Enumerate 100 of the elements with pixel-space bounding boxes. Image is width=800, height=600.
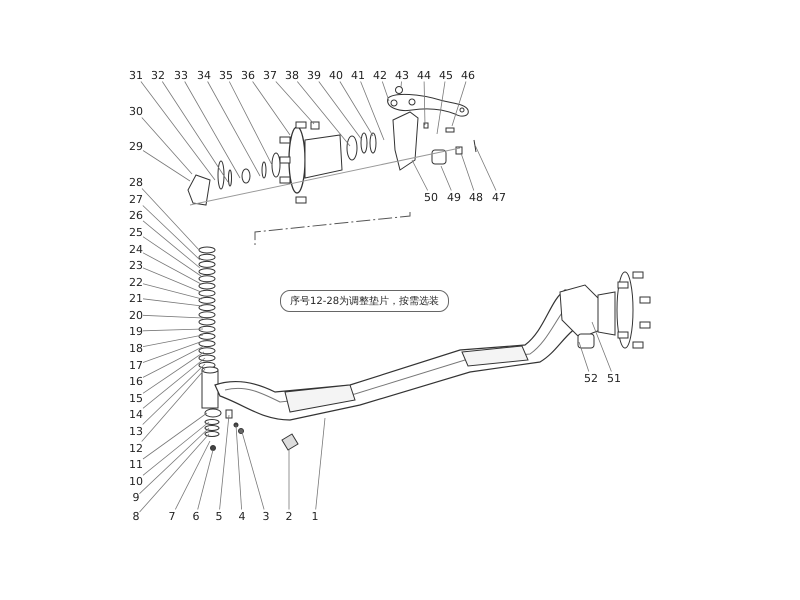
callout-number: 7 bbox=[168, 510, 176, 522]
leader-line bbox=[142, 268, 202, 292]
leader-line bbox=[142, 328, 204, 332]
callout-number: 37 bbox=[263, 68, 277, 82]
leader-line bbox=[197, 450, 214, 510]
leader-line bbox=[162, 81, 228, 182]
callout-number: 15 bbox=[129, 392, 143, 404]
callout-number: 19 bbox=[129, 324, 143, 338]
leader-line bbox=[142, 340, 204, 363]
callout-number: 32 bbox=[151, 68, 165, 82]
leader-line bbox=[242, 432, 264, 510]
callout-number: 24 bbox=[129, 242, 143, 256]
leader-line bbox=[592, 322, 612, 372]
leader-line bbox=[142, 314, 204, 318]
leader-line bbox=[436, 81, 446, 134]
leader-line bbox=[142, 412, 208, 460]
callout-number: 12 bbox=[129, 442, 143, 454]
leader-line bbox=[139, 434, 210, 512]
callout-number: 49 bbox=[447, 190, 461, 204]
leader-line bbox=[141, 117, 192, 174]
callout-number: 2 bbox=[286, 510, 292, 522]
leader-line bbox=[382, 81, 390, 102]
callout-number: 28 bbox=[129, 176, 143, 188]
callout-number: 51 bbox=[607, 372, 621, 384]
leader-line bbox=[296, 81, 350, 146]
leader-line bbox=[142, 422, 210, 476]
leader-line bbox=[142, 283, 202, 300]
callout-number: 25 bbox=[129, 226, 143, 238]
leader-line bbox=[275, 81, 314, 124]
callout-number: 17 bbox=[129, 358, 143, 372]
leader-line bbox=[142, 364, 206, 425]
leader-line bbox=[424, 81, 426, 126]
leader-line bbox=[440, 166, 452, 191]
callout-number: 18 bbox=[129, 342, 143, 354]
callout-number: 5 bbox=[216, 510, 222, 522]
callout-number: 14 bbox=[129, 408, 143, 420]
leader-line bbox=[360, 81, 384, 140]
leader-line bbox=[288, 450, 290, 510]
leader-line bbox=[142, 236, 202, 276]
callout-number: 11 bbox=[129, 458, 143, 470]
callout-number: 47 bbox=[492, 190, 506, 204]
callout-number: 43 bbox=[395, 68, 409, 82]
callout-number: 20 bbox=[129, 308, 143, 322]
leader-line bbox=[141, 368, 206, 442]
callout-number: 21 bbox=[129, 292, 143, 304]
callout-number: 38 bbox=[285, 68, 299, 82]
callout-number: 22 bbox=[129, 276, 143, 288]
leader-line bbox=[142, 334, 204, 347]
leader-line bbox=[412, 160, 428, 191]
leader-line bbox=[315, 418, 326, 510]
leader-line bbox=[228, 81, 272, 166]
callout-number: 29 bbox=[129, 140, 143, 152]
leader-line bbox=[236, 424, 242, 510]
leader-line bbox=[460, 152, 474, 191]
callout-number: 39 bbox=[307, 68, 321, 82]
callout-number: 52 bbox=[584, 372, 598, 384]
leader-line bbox=[142, 346, 204, 378]
leader-line bbox=[174, 440, 210, 510]
callout-number: 30 bbox=[129, 104, 143, 118]
callout-number: 16 bbox=[129, 374, 143, 388]
callout-number: 10 bbox=[129, 474, 143, 488]
callout-number: 31 bbox=[129, 68, 143, 82]
leader-line bbox=[474, 144, 496, 191]
callout-number: 45 bbox=[439, 68, 453, 82]
leader-line bbox=[142, 352, 204, 394]
leader-line bbox=[142, 298, 202, 306]
leader-line bbox=[578, 342, 590, 372]
callout-number: 3 bbox=[262, 510, 270, 522]
callout-number: 50 bbox=[424, 190, 438, 204]
callout-number: 23 bbox=[129, 258, 143, 272]
callout-number: 35 bbox=[219, 68, 233, 82]
callout-number: 36 bbox=[241, 68, 255, 82]
callout-number: 41 bbox=[351, 68, 365, 82]
leader-line bbox=[184, 81, 240, 178]
callout-number: 26 bbox=[129, 208, 143, 222]
leader-line bbox=[340, 81, 374, 136]
leader-line bbox=[142, 188, 200, 252]
leader-line bbox=[139, 428, 210, 494]
callout-number: 6 bbox=[192, 510, 200, 522]
callout-number: 42 bbox=[373, 68, 387, 82]
leader-line bbox=[207, 81, 260, 176]
note-label: 序号12-28为调整垫片，按需选装 bbox=[280, 290, 450, 312]
leader-line bbox=[400, 81, 402, 88]
leader-line bbox=[142, 205, 200, 260]
leader-line bbox=[318, 81, 362, 140]
callout-number: 40 bbox=[329, 68, 343, 82]
callout-number: 4 bbox=[238, 510, 246, 522]
callout-number: 1 bbox=[312, 510, 318, 522]
callout-number: 48 bbox=[469, 190, 483, 204]
callout-number: 13 bbox=[129, 424, 143, 438]
leader-line bbox=[252, 81, 290, 136]
leader-line bbox=[452, 81, 466, 126]
leader-line bbox=[142, 252, 202, 284]
callout-number: 34 bbox=[197, 68, 211, 82]
leader-line bbox=[142, 150, 190, 182]
callout-number: 33 bbox=[174, 68, 188, 82]
callout-number: 27 bbox=[129, 192, 143, 206]
callout-number: 8 bbox=[132, 510, 140, 522]
leader-line bbox=[142, 220, 200, 268]
leader-line bbox=[219, 414, 230, 510]
